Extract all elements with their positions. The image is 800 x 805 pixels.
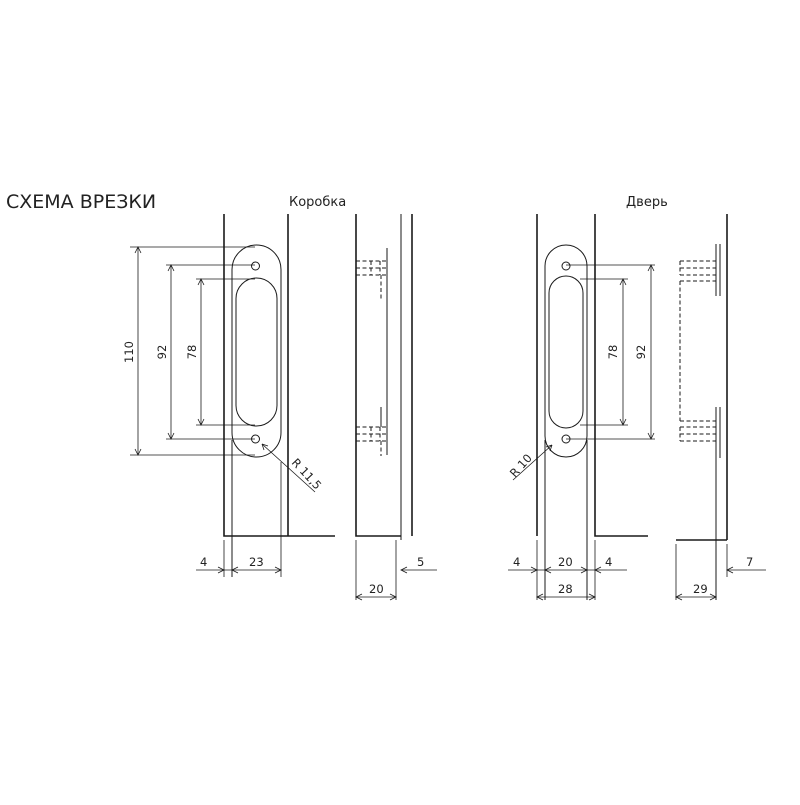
door-side-view	[676, 214, 728, 600]
door-front-outline-right	[594, 214, 648, 537]
frame-bottom-dimensions: 4 23	[196, 462, 282, 577]
dim-frame-92: 92	[155, 345, 169, 360]
door-screw-hole-top	[561, 261, 571, 271]
dim-door-20: 20	[558, 555, 573, 569]
door-side-dimensions: 7 29	[675, 544, 766, 601]
dim-door-4-left: 4	[513, 555, 520, 569]
dim-frame-radius: R 11,5	[289, 455, 325, 492]
door-vertical-dimensions: 78 92	[566, 264, 655, 440]
dim-frame-23: 23	[249, 555, 264, 569]
door-bottom-dimensions: 4 20 4 28	[508, 540, 627, 601]
dim-door-side-29: 29	[693, 582, 708, 596]
frame-side-view	[355, 214, 413, 540]
door-view-label: Дверь	[626, 195, 668, 210]
diagram-title: СХЕМА ВРЕЗКИ	[6, 191, 156, 213]
frame-faceplate	[231, 244, 282, 458]
door-lock-slot	[548, 275, 584, 429]
dim-door-78: 78	[606, 345, 620, 360]
frame-side-dimensions: 5 20	[355, 540, 437, 601]
frame-vertical-dimensions: 110 92 78	[122, 246, 255, 456]
frame-side-outline	[355, 214, 401, 537]
dim-door-radius: R 10	[507, 451, 535, 480]
frame-screw-hole-top	[251, 261, 260, 271]
dim-frame-side-20: 20	[369, 582, 384, 596]
frame-strike-slot	[235, 277, 278, 427]
frame-view-label: Коробка	[289, 195, 346, 210]
frame-front-outline-left	[223, 214, 335, 537]
frame-front-view	[223, 214, 335, 577]
door-lock-faceplate	[544, 244, 588, 458]
dim-frame-side-5: 5	[417, 555, 424, 569]
frame-radius-callout: R 11,5	[261, 443, 325, 492]
dim-frame-110: 110	[122, 341, 136, 363]
dim-frame-78: 78	[185, 345, 199, 360]
dim-frame-4: 4	[200, 555, 207, 569]
door-front-view	[536, 214, 648, 600]
dim-door-28: 28	[558, 582, 573, 596]
dim-door-4-right: 4	[605, 555, 612, 569]
dim-door-92: 92	[634, 345, 648, 360]
dim-door-side-7: 7	[746, 555, 753, 569]
